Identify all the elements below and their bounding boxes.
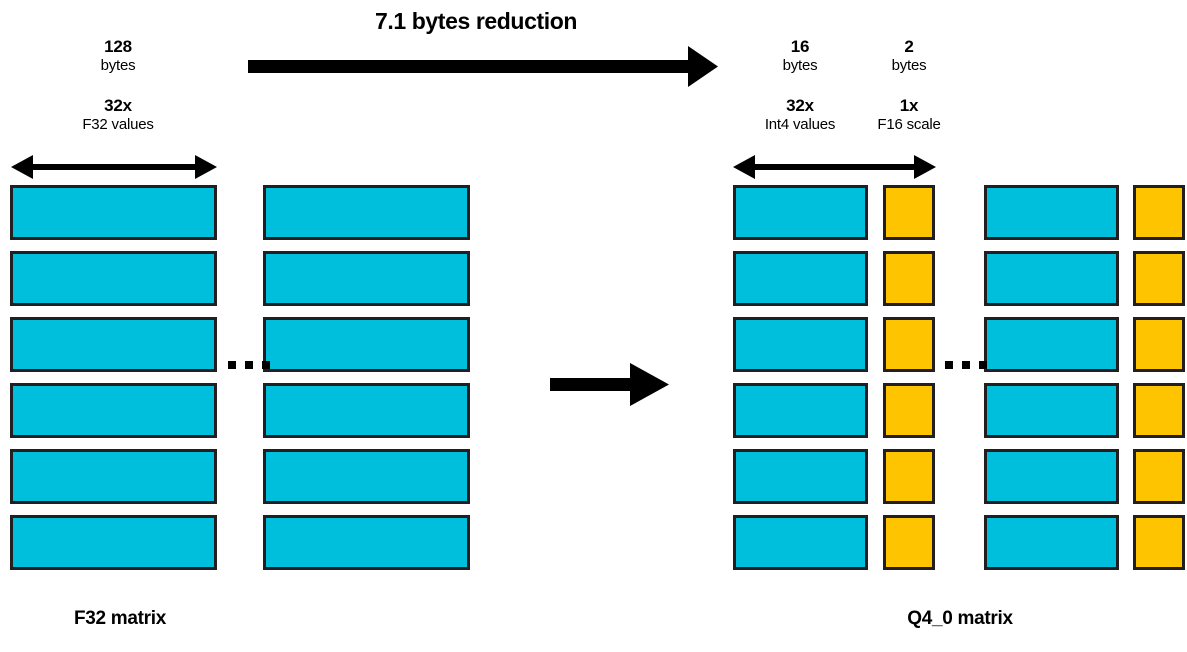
table-row xyxy=(733,317,868,372)
left-size-unit: bytes xyxy=(100,57,136,75)
right-scale-size-label: 2 bytes xyxy=(854,36,964,76)
left-matrix-caption: F32 matrix xyxy=(73,608,167,629)
scale-cell xyxy=(883,185,935,240)
table-row xyxy=(984,251,1119,306)
right-scale-size-unit: bytes xyxy=(891,57,927,75)
left-count-label: 32x F32 values xyxy=(48,95,188,135)
table-row xyxy=(984,185,1119,240)
right-values-size-label: 16 bytes xyxy=(740,36,860,76)
table-row xyxy=(984,449,1119,504)
scale-cell xyxy=(883,515,935,570)
left-matrix-ellipsis xyxy=(228,361,270,369)
table-row xyxy=(733,449,868,504)
right-scale-count-value: 1x xyxy=(899,96,919,115)
table-row xyxy=(10,317,217,372)
right-values-count-desc: Int4 values xyxy=(764,116,836,134)
left-size-value: 128 xyxy=(104,37,132,56)
scale-cell xyxy=(1133,251,1185,306)
right-values-count-label: 32x Int4 values xyxy=(730,95,870,135)
table-row xyxy=(984,317,1119,372)
table-row xyxy=(10,251,217,306)
table-row xyxy=(263,449,470,504)
scale-cell xyxy=(1133,185,1185,240)
right-matrix-ellipsis xyxy=(945,361,987,369)
table-row xyxy=(10,449,217,504)
table-row xyxy=(10,515,217,570)
right-values-count-value: 32x xyxy=(786,96,814,115)
right-values-size-value: 16 xyxy=(790,37,810,56)
left-span-double-arrow-icon xyxy=(11,155,217,179)
scale-cell xyxy=(883,317,935,372)
table-row xyxy=(10,383,217,438)
right-span-double-arrow-icon xyxy=(733,155,936,179)
table-row xyxy=(10,185,217,240)
scale-cell xyxy=(1133,515,1185,570)
scale-cell xyxy=(1133,383,1185,438)
scale-cell xyxy=(1133,317,1185,372)
right-scale-count-desc: F16 scale xyxy=(877,116,941,134)
right-values-size-unit: bytes xyxy=(782,57,818,75)
conversion-arrow-icon xyxy=(550,363,669,406)
table-row xyxy=(263,317,470,372)
scale-cell xyxy=(883,251,935,306)
scale-cell xyxy=(883,449,935,504)
top-reduction-arrow-icon xyxy=(248,46,718,87)
right-scale-size-value: 2 xyxy=(904,37,914,56)
table-row xyxy=(263,251,470,306)
table-row xyxy=(263,383,470,438)
table-row xyxy=(263,185,470,240)
page-title: 7.1 bytes reduction xyxy=(375,8,578,34)
table-row xyxy=(733,251,868,306)
table-row xyxy=(984,383,1119,438)
table-row xyxy=(733,515,868,570)
scale-cell xyxy=(1133,449,1185,504)
table-row xyxy=(984,515,1119,570)
right-scale-count-label: 1x F16 scale xyxy=(847,95,971,135)
left-size-label: 128 bytes xyxy=(58,36,178,76)
scale-cell xyxy=(883,383,935,438)
table-row xyxy=(733,185,868,240)
table-row xyxy=(263,515,470,570)
table-row xyxy=(733,383,868,438)
left-count-value: 32x xyxy=(104,96,132,115)
left-count-desc: F32 values xyxy=(82,116,154,134)
right-matrix-caption: Q4_0 matrix xyxy=(907,608,1013,629)
